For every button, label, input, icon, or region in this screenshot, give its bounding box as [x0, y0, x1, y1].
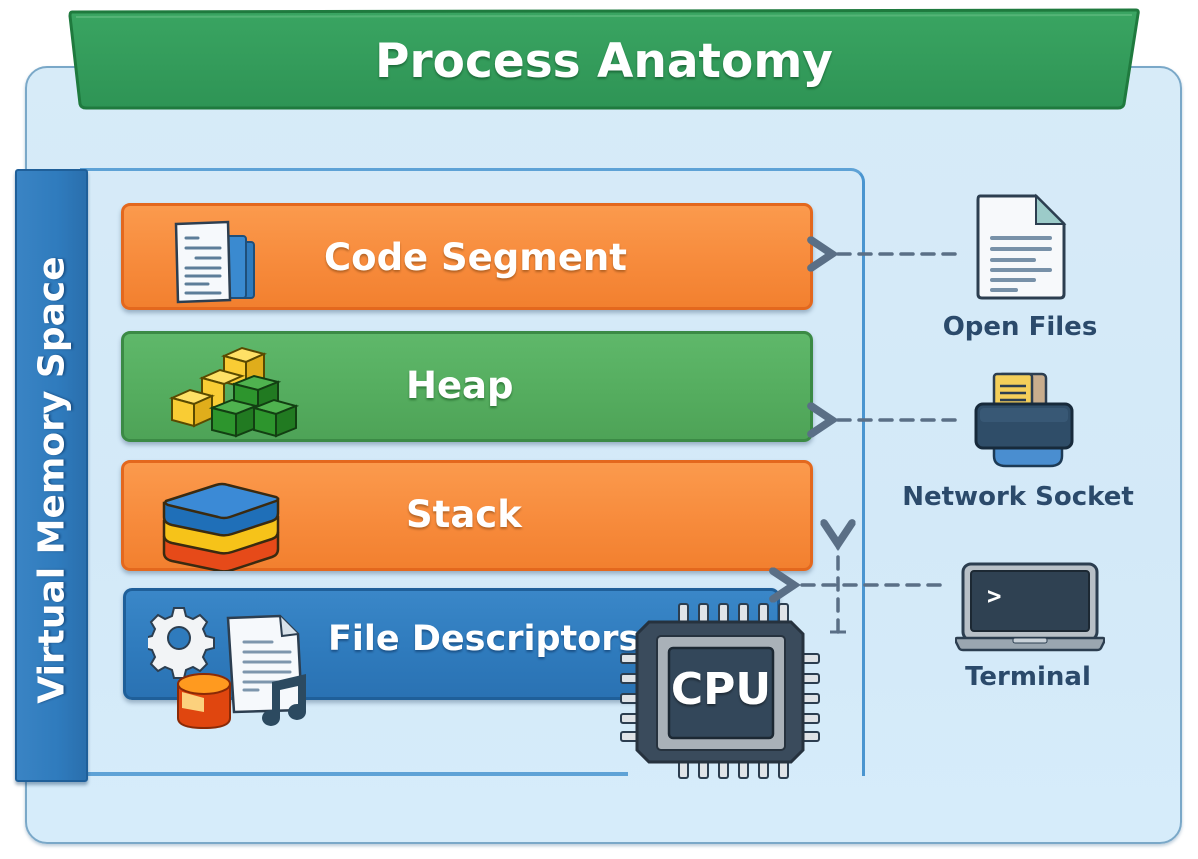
file-icon [226, 614, 304, 714]
cpu-chip-icon [620, 603, 820, 779]
network-socket-icon [974, 372, 1074, 468]
code-segment-label: Code Segment [324, 236, 627, 279]
terminal-label: Terminal [965, 662, 1091, 692]
stack-block: Stack [121, 460, 813, 571]
database-icon [177, 673, 231, 730]
cube-pile-icon [169, 346, 300, 438]
stack-label: Stack [406, 493, 522, 536]
file-document-icon [976, 193, 1067, 300]
code-segment-block: Code Segment [121, 203, 813, 310]
file-resources-icon [148, 607, 306, 730]
document-stack-icon [174, 220, 255, 304]
heap-block: Heap [121, 331, 813, 442]
file-descriptors-label: File Descriptors [328, 619, 640, 659]
gear-icon [148, 607, 215, 679]
title-banner: Process Anatomy [68, 8, 1140, 110]
open-files-label: Open Files [942, 312, 1098, 342]
title-banner-shape [68, 8, 1140, 110]
cpu-label: CPU [670, 664, 772, 715]
music-note-icon [262, 674, 306, 726]
virtual-memory-region-bottom-border [88, 772, 628, 776]
virtual-memory-region [80, 168, 865, 776]
terminal-laptop-icon [955, 562, 1105, 652]
page-title: Process Anatomy [375, 34, 833, 89]
network-socket-label: Network Socket [902, 482, 1134, 512]
virtual-memory-space-label: Virtual Memory Space [31, 256, 73, 704]
stacked-layers-icon [162, 482, 280, 571]
virtual-memory-space-bar [15, 169, 88, 782]
heap-label: Heap [406, 364, 514, 407]
terminal-prompt: > [987, 582, 1002, 610]
